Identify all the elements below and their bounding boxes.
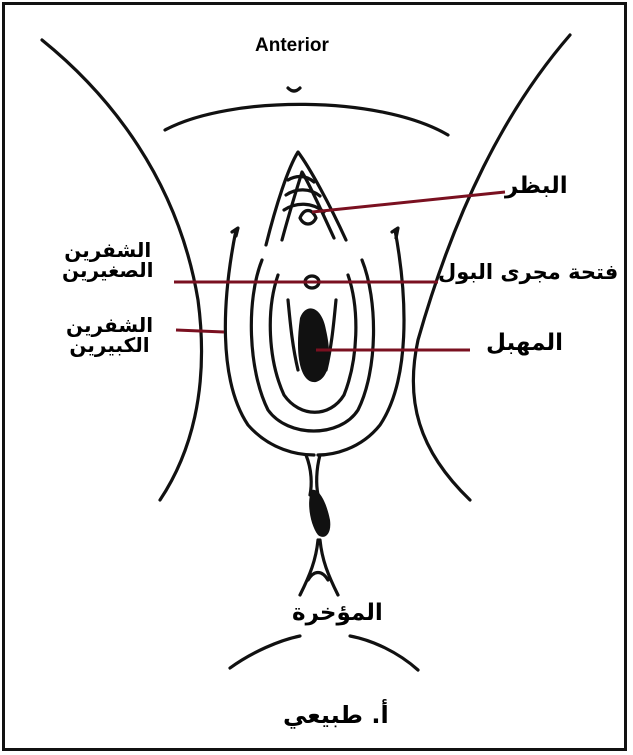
labia-majora-label-line2: الكبيرين: [66, 335, 153, 355]
gluteal-cleft: [300, 540, 338, 595]
vaginal-opening: [298, 308, 329, 382]
urethral-opening-label: فتحة مجرى البول: [438, 262, 618, 283]
vagina-label: المهبل: [486, 332, 563, 355]
labia-minora-label-line2: الصغيرين: [62, 260, 153, 280]
pubic-arc: [165, 104, 448, 135]
pubic-tick: [288, 88, 300, 91]
right-buttock: [350, 636, 418, 670]
labia-majora-label: الشفرين الكبيرين: [66, 315, 153, 356]
perineum-lines: [306, 455, 320, 495]
leader-clitoris: [312, 192, 505, 212]
anal-opening: [309, 490, 330, 537]
clitoral-hood-outer: [266, 152, 346, 245]
labia-majora-label-line1: الشفرين: [66, 315, 153, 335]
labia-minora-label: الشفرين الصغيرين: [62, 240, 153, 281]
anterior-label: Anterior: [255, 36, 329, 55]
leader-labia-majora: [176, 330, 224, 332]
left-buttock: [230, 636, 300, 668]
figure-caption: أ. طبيعي: [283, 703, 389, 727]
labia-minora-label-line1: الشفرين: [62, 240, 153, 260]
clitoris-label: البظر: [505, 175, 568, 198]
posterior-label: المؤخرة: [292, 602, 383, 625]
